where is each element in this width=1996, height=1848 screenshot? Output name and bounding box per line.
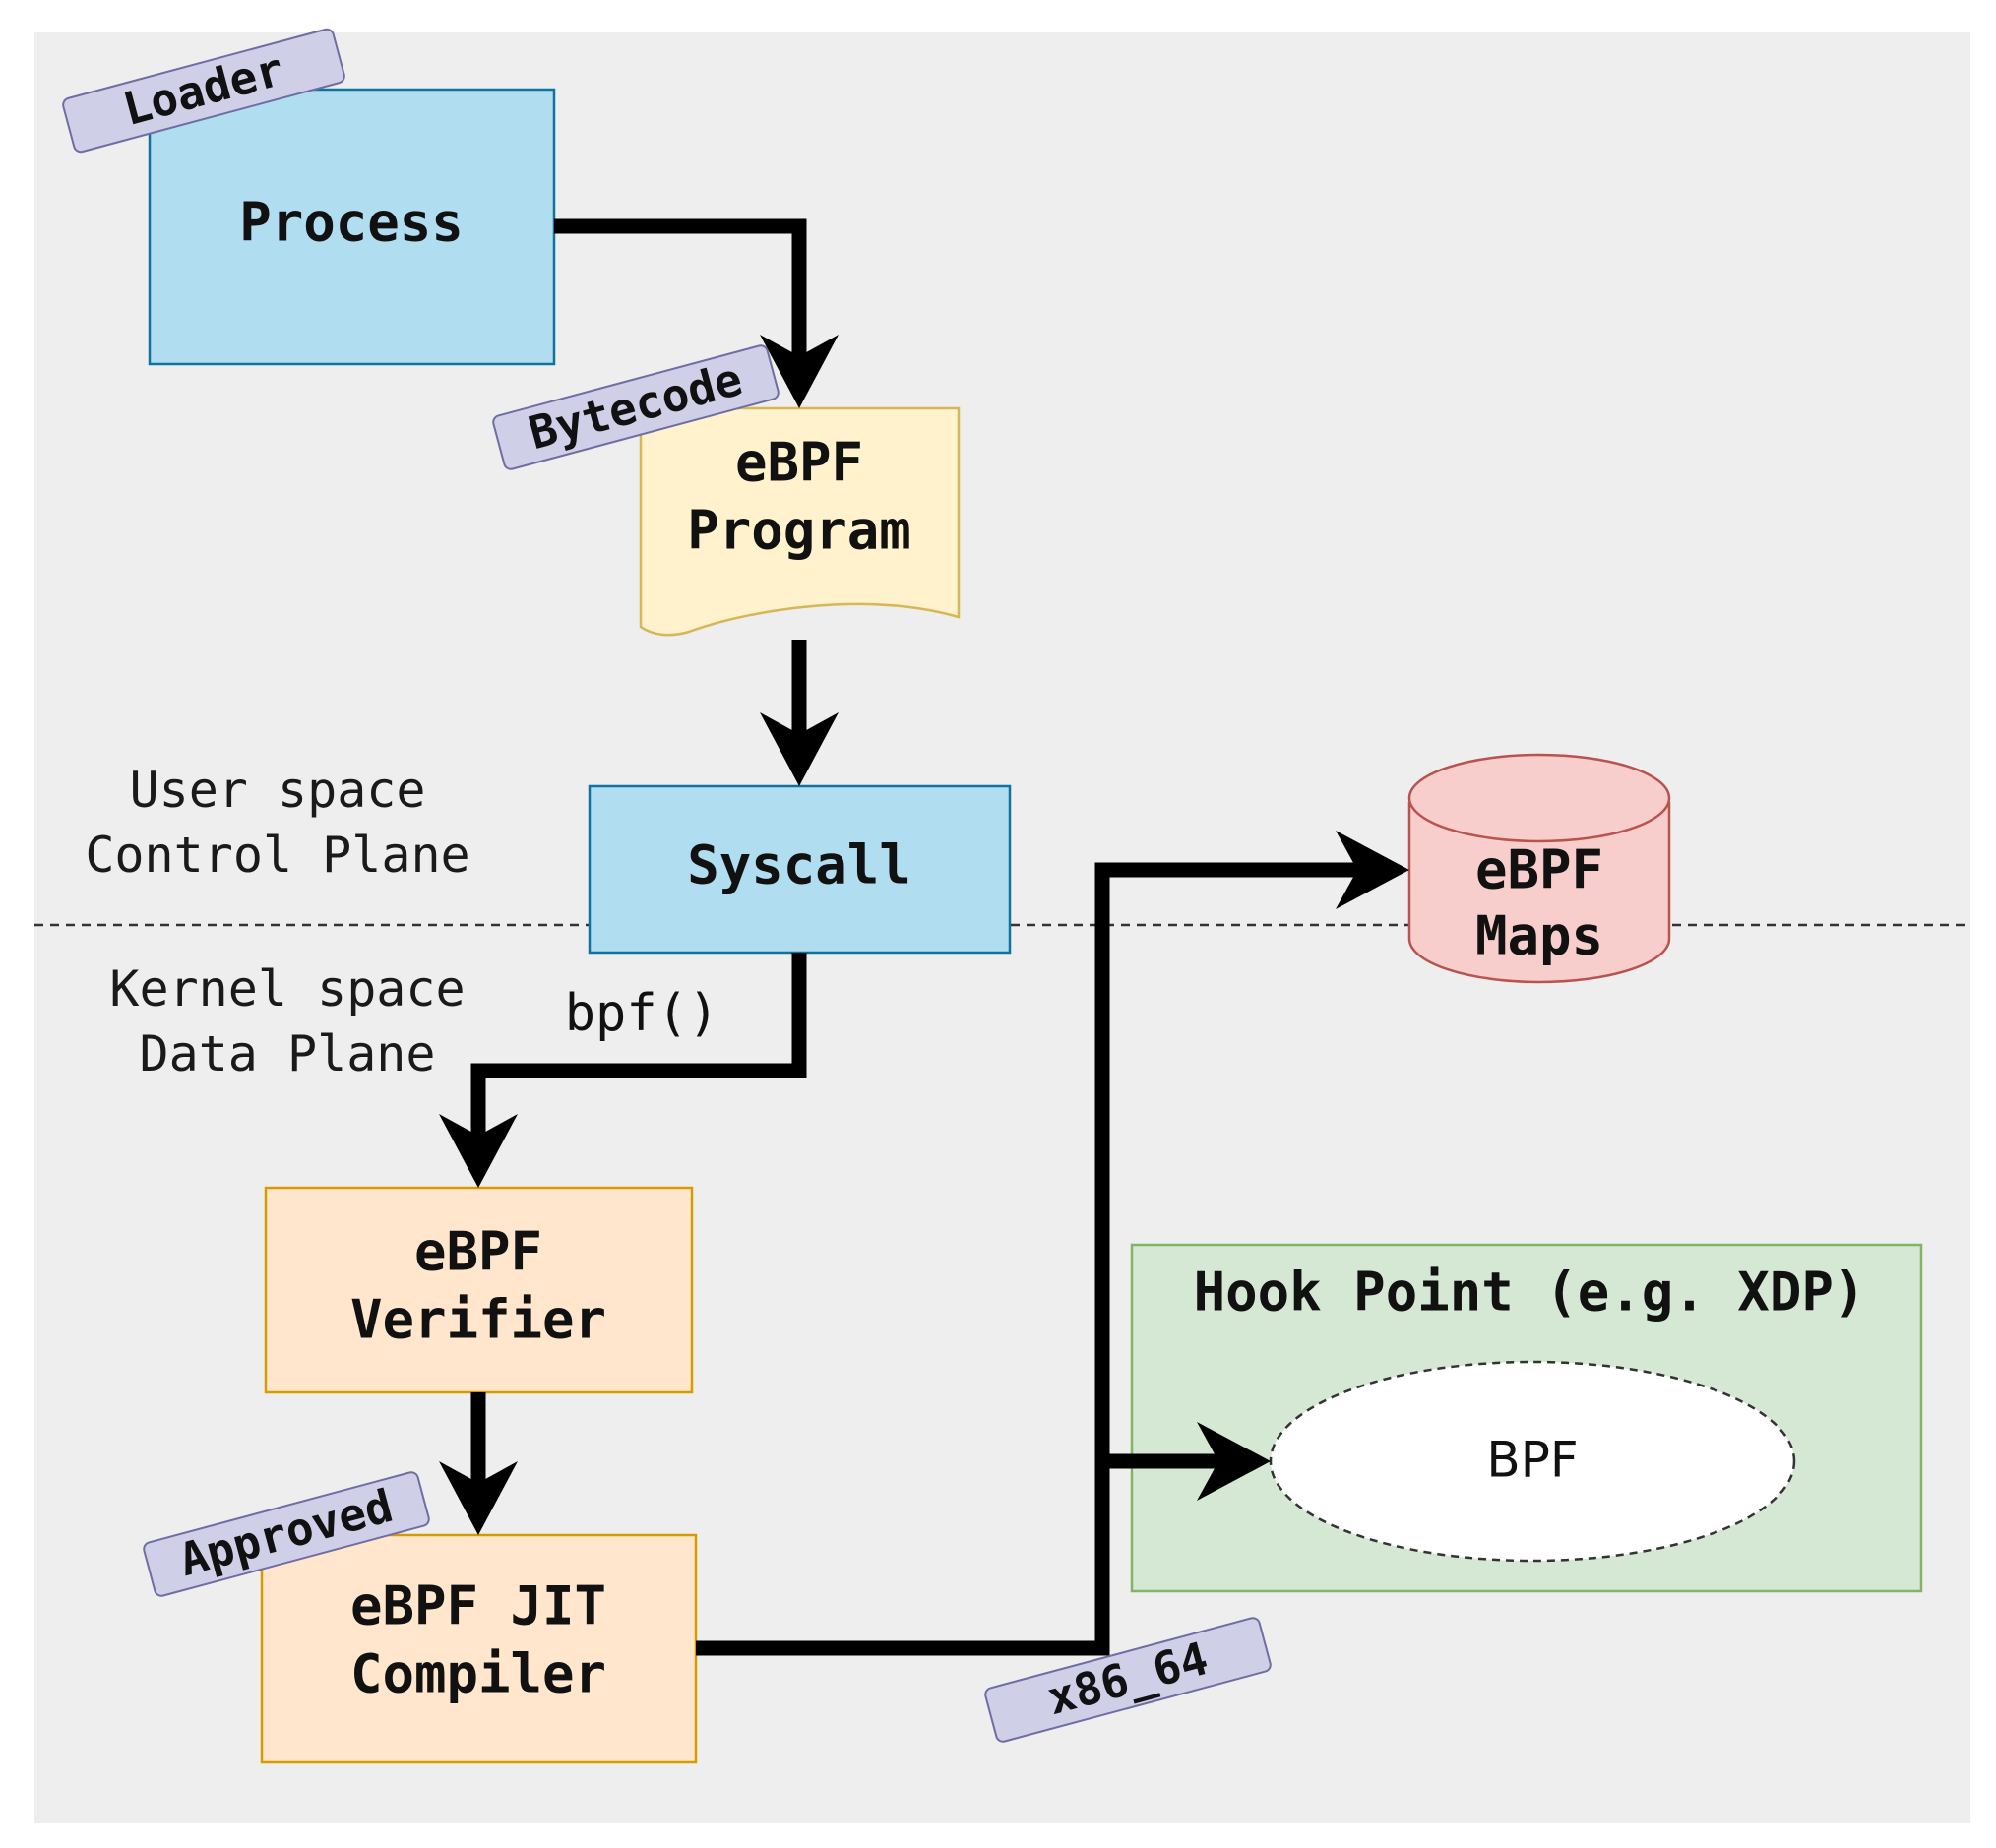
ebpf-program-document <box>639 406 961 637</box>
bpf-call-label: bpf() <box>565 984 719 1043</box>
arrowhead-verifier-to-jit <box>439 1461 518 1535</box>
arrowhead-process-to-program <box>760 335 839 408</box>
edge-syscall-to-verifier <box>470 953 807 1156</box>
ebpf-maps-label-line2: Maps <box>1475 905 1603 967</box>
arrowhead-program-to-syscall <box>760 712 839 786</box>
ebpf-program-label-line1: eBPF <box>735 432 863 494</box>
arrowhead-syscall-to-verifier <box>439 1114 518 1188</box>
bpf-label: BPF <box>1486 1432 1578 1489</box>
ebpf-jit-label-line1: eBPF JIT <box>350 1575 606 1637</box>
ebpf-verifier-box <box>264 1186 694 1394</box>
ebpf-program-label-line2: Program <box>687 500 911 562</box>
kernel-space-label: Kernel space <box>109 960 465 1017</box>
syscall-label: Syscall <box>687 834 911 896</box>
user-space-label: User space <box>129 762 425 819</box>
ebpf-maps-cylinder <box>1407 753 1671 984</box>
syscall-box <box>588 784 1012 955</box>
data-plane-label: Data Plane <box>139 1025 435 1082</box>
ebpf-maps-label-line1: eBPF <box>1475 839 1603 901</box>
hook-point-label: Hook Point (e.g. XDP) <box>1194 1262 1866 1324</box>
ebpf-verifier-label-line2: Verifier <box>350 1289 606 1351</box>
control-plane-label: Control Plane <box>85 827 469 884</box>
ebpf-verifier-label-line1: eBPF <box>414 1221 542 1283</box>
edge-jit-to-targets <box>696 862 1376 1656</box>
edge-process-to-program <box>554 218 807 374</box>
process-label: Process <box>239 192 464 254</box>
ebpf-jit-label-line2: Compiler <box>350 1643 606 1705</box>
process-box <box>148 88 556 366</box>
arrowhead-to-bpf <box>1197 1422 1271 1501</box>
arrowhead-to-maps <box>1336 831 1409 909</box>
